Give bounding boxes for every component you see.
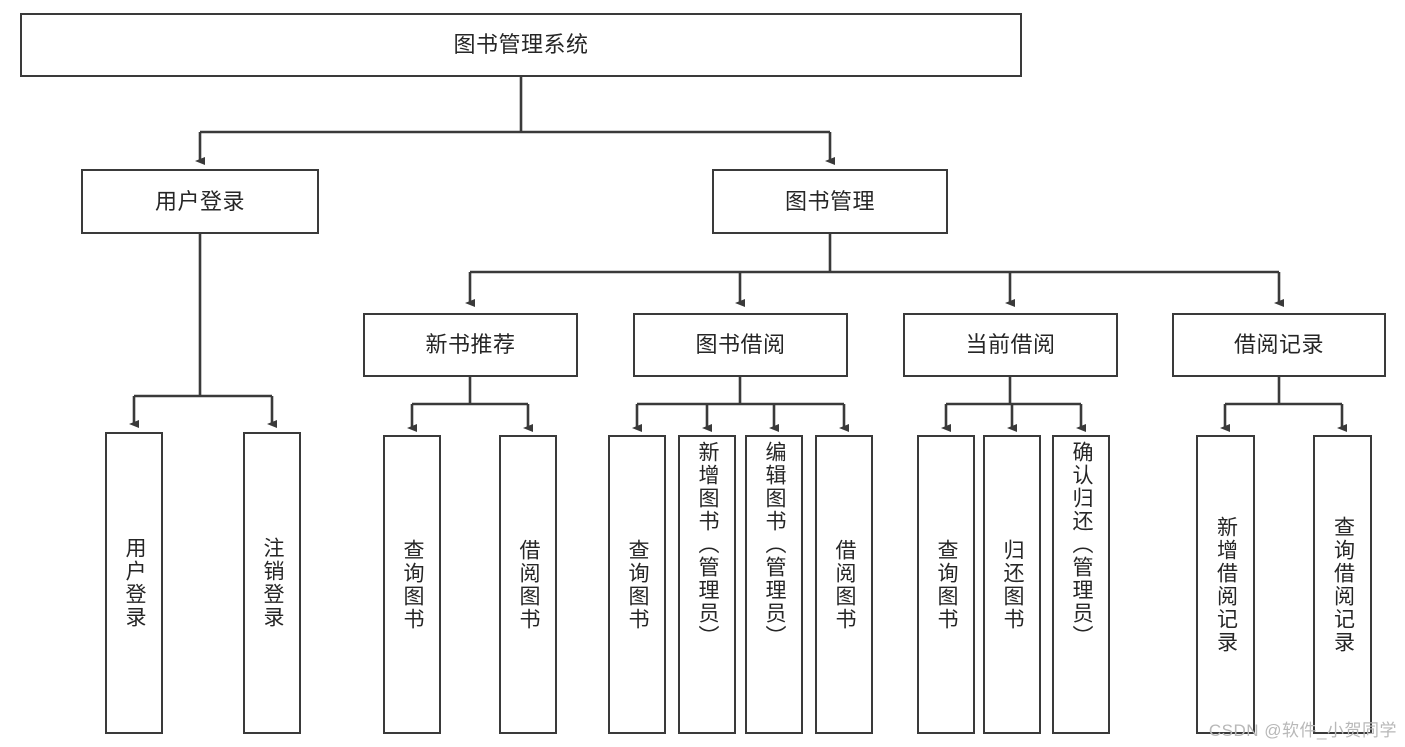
leaf-logout[interactable]: 注销登录 (243, 432, 301, 734)
leaf-query-book-borrow[interactable]: 查询图书 (608, 435, 666, 734)
leaf-query-book-new[interactable]: 查询图书 (383, 435, 441, 734)
node-current-borrow[interactable]: 当前借阅 (903, 313, 1118, 377)
leaf-query-book-current-label: 查询图书 (935, 538, 959, 631)
node-root[interactable]: 图书管理系统 (20, 13, 1022, 77)
leaf-borrow-book[interactable]: 借阅图书 (815, 435, 873, 734)
leaf-logout-label: 注销登录 (261, 537, 285, 629)
leaf-add-borrow-record-label: 新增借阅记录 (1214, 515, 1238, 654)
node-borrow-record-label: 借阅记录 (1233, 332, 1324, 358)
node-current-borrow-label: 当前借阅 (965, 332, 1056, 358)
leaf-add-borrow-record[interactable]: 新增借阅记录 (1196, 435, 1255, 734)
node-borrow-record[interactable]: 借阅记录 (1172, 313, 1386, 377)
node-root-label: 图书管理系统 (453, 32, 589, 58)
node-book-management[interactable]: 图书管理 (712, 169, 948, 234)
leaf-borrow-book-new-label: 借阅图书 (517, 538, 541, 631)
node-new-book-recommend-label: 新书推荐 (425, 332, 516, 358)
node-book-borrow-label: 图书借阅 (695, 332, 786, 358)
leaf-borrow-book-label: 借阅图书 (833, 538, 857, 631)
leaf-return-book[interactable]: 归还图书 (983, 435, 1041, 734)
leaf-query-book-new-label: 查询图书 (401, 538, 425, 631)
leaf-query-book-borrow-label: 查询图书 (626, 538, 650, 631)
leaf-query-borrow-record-label: 查询借阅记录 (1331, 515, 1355, 654)
node-new-book-recommend[interactable]: 新书推荐 (363, 313, 578, 377)
leaf-return-book-label: 归还图书 (1001, 538, 1025, 631)
leaf-add-book-admin-label: 新增图书（管理员） (696, 441, 720, 648)
leaf-query-book-current[interactable]: 查询图书 (917, 435, 975, 734)
node-book-borrow[interactable]: 图书借阅 (633, 313, 848, 377)
leaf-edit-book-admin[interactable]: 编辑图书（管理员） (745, 435, 803, 734)
node-user-login[interactable]: 用户登录 (81, 169, 319, 234)
node-user-login-label: 用户登录 (154, 188, 245, 214)
leaf-add-book-admin[interactable]: 新增图书（管理员） (678, 435, 736, 734)
leaf-confirm-return-admin[interactable]: 确认归还（管理员） (1052, 435, 1110, 734)
leaf-confirm-return-admin-label: 确认归还（管理员） (1070, 441, 1094, 648)
leaf-borrow-book-new[interactable]: 借阅图书 (499, 435, 557, 734)
leaf-user-login[interactable]: 用户登录 (105, 432, 163, 734)
node-book-management-label: 图书管理 (784, 188, 875, 214)
leaf-edit-book-admin-label: 编辑图书（管理员） (763, 441, 787, 648)
watermark: CSDN @软件_小贺同学 (1208, 721, 1397, 740)
leaf-user-login-label: 用户登录 (123, 537, 147, 629)
leaf-query-borrow-record[interactable]: 查询借阅记录 (1313, 435, 1372, 734)
